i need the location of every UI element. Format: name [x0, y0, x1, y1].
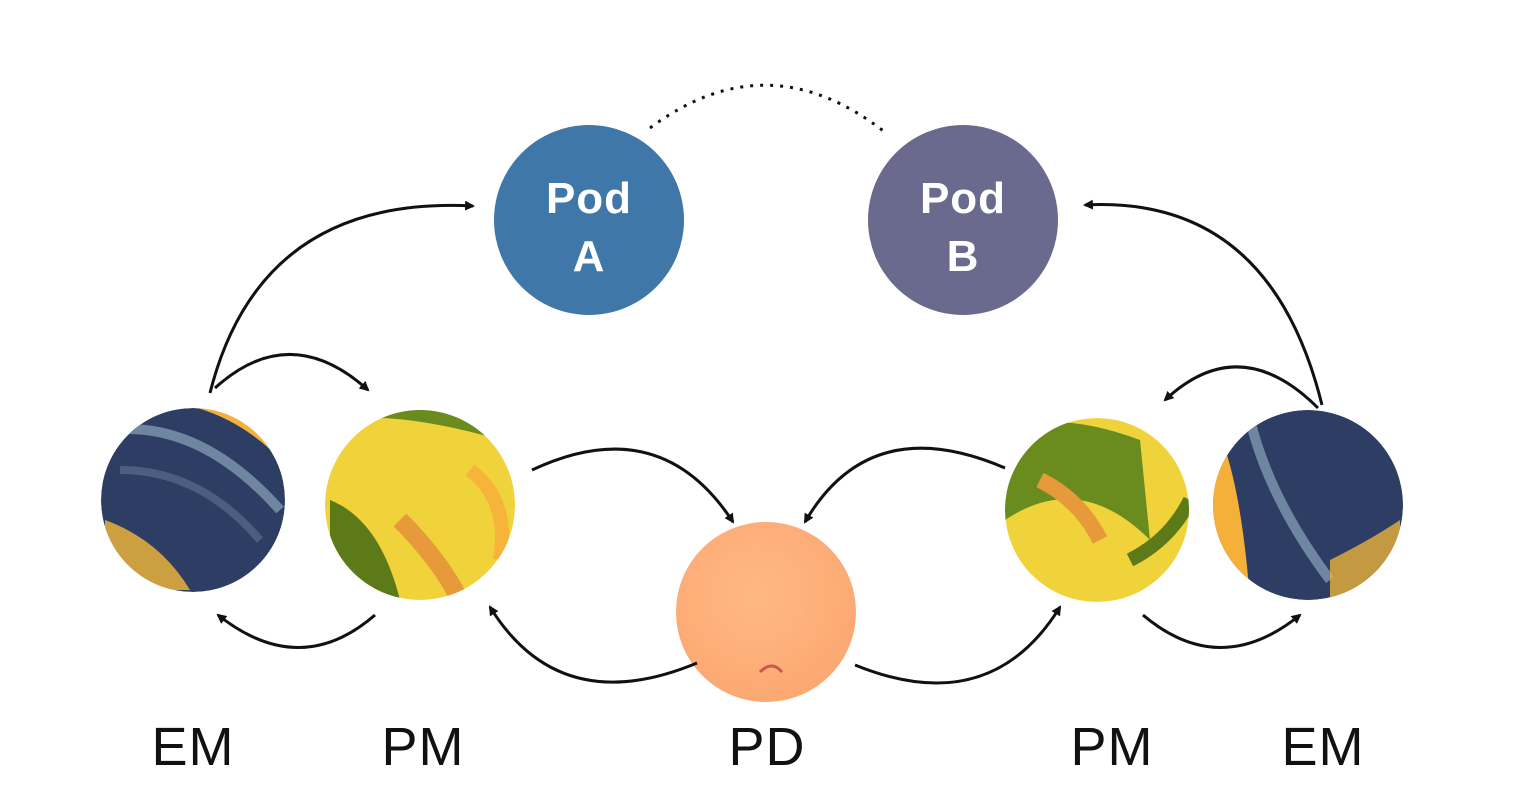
- pod-a-label: Pod A: [494, 170, 684, 286]
- dotted-link: [649, 83, 887, 135]
- pod-b-line2: B: [946, 232, 980, 281]
- arrow-em-to-pm-right: [1163, 365, 1320, 410]
- pod-b-label: Pod B: [868, 170, 1058, 286]
- pod-b-circle: [868, 125, 1058, 315]
- pm-right-ball: [1005, 418, 1189, 602]
- arrow-em-to-pod-b: [1083, 199, 1324, 406]
- label-pm-right: PM: [1070, 717, 1154, 777]
- label-pd: PD: [728, 717, 806, 777]
- pod-a-line2: A: [572, 232, 606, 281]
- arrow-pm-right-to-pd: [803, 446, 1006, 524]
- arrow-em-to-pm-left: [213, 353, 370, 392]
- pd-ball: [676, 522, 856, 702]
- pod-b-line1: Pod: [919, 174, 1007, 223]
- label-em-right: EM: [1281, 717, 1365, 777]
- arrow-pm-to-em-left: [216, 613, 376, 649]
- arrow-pd-to-pm-left: [488, 605, 698, 684]
- arrow-em-to-pod-a: [208, 200, 475, 394]
- arrow-pm-left-to-pd: [531, 447, 735, 524]
- label-em-left: EM: [151, 717, 235, 777]
- pm-left-ball: [325, 410, 515, 600]
- label-pm-left: PM: [381, 717, 465, 777]
- arrow-pd-to-pm-right: [854, 605, 1062, 685]
- arrows: [208, 199, 1324, 685]
- arrow-pm-to-em-right: [1142, 613, 1302, 649]
- pod-a-line1: Pod: [545, 174, 633, 223]
- em-left-ball: [101, 408, 285, 592]
- pod-a-circle: [494, 125, 684, 315]
- em-right-ball: [1213, 410, 1403, 600]
